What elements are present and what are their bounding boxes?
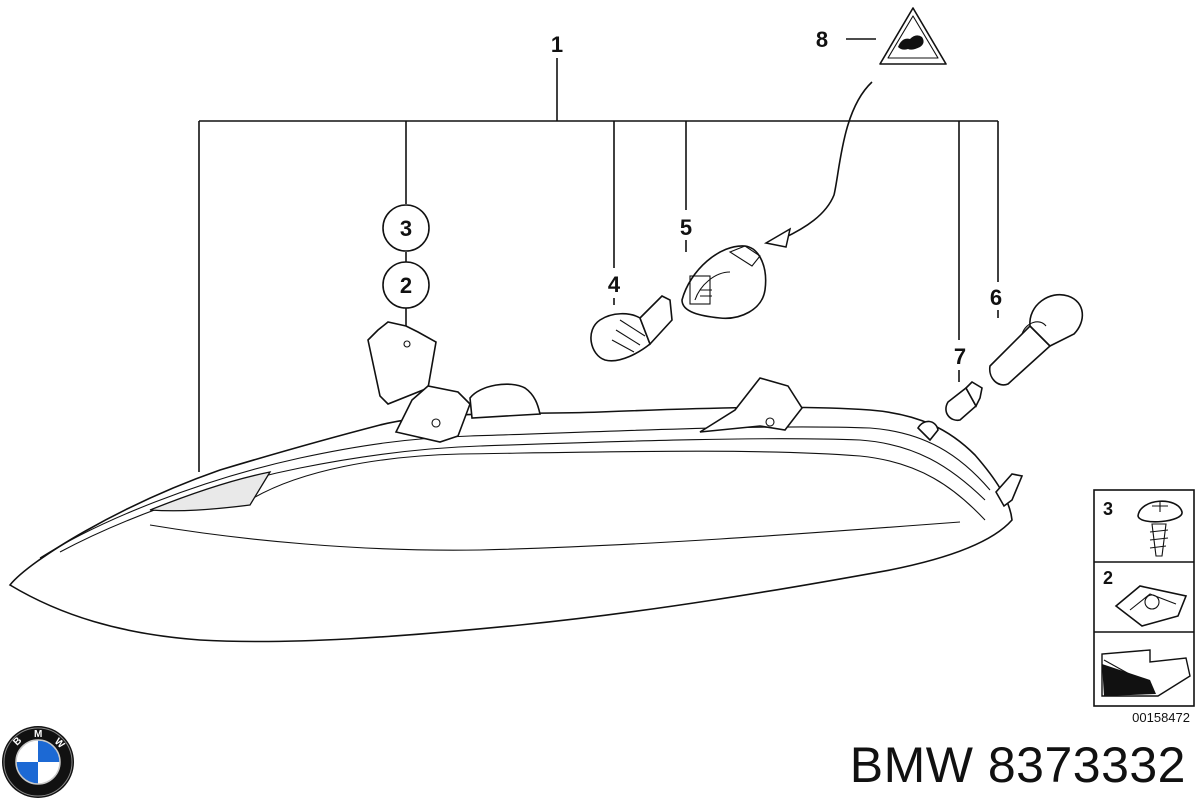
callout-2-circle: 2 xyxy=(382,261,430,309)
bmw-logo: B M W xyxy=(2,726,74,798)
clip-nut-icon xyxy=(1114,585,1188,627)
lamp-housing xyxy=(8,321,1024,643)
callout-3: 3 xyxy=(400,216,412,241)
reference-number: 00158472 xyxy=(1132,710,1190,725)
cutout-arrow-icon xyxy=(1101,649,1191,697)
legend-item-3: 3 xyxy=(1103,499,1113,519)
callout-3-circle: 3 xyxy=(382,204,430,252)
screw-icon xyxy=(1137,500,1183,557)
part-number-title: BMW 8373332 xyxy=(849,737,1186,793)
svg-text:M: M xyxy=(34,729,42,740)
callout-7: 7 xyxy=(954,344,966,369)
leader-lines xyxy=(198,38,999,472)
callout-4: 4 xyxy=(608,272,621,297)
callout-5: 5 xyxy=(680,215,692,240)
curved-arrow xyxy=(763,81,873,248)
callout-1: 1 xyxy=(551,32,563,57)
small-bulb-icon xyxy=(945,380,983,422)
bulb-icon xyxy=(590,295,673,362)
legend-panel: 3 2 xyxy=(1093,489,1195,707)
warning-triangle-icon xyxy=(879,7,947,65)
callout-2: 2 xyxy=(400,273,412,298)
bulb-holder-icon xyxy=(988,293,1084,386)
callout-8: 8 xyxy=(816,27,828,52)
socket-icon xyxy=(681,245,767,320)
callout-6: 6 xyxy=(990,285,1002,310)
legend-item-2: 2 xyxy=(1103,568,1113,588)
